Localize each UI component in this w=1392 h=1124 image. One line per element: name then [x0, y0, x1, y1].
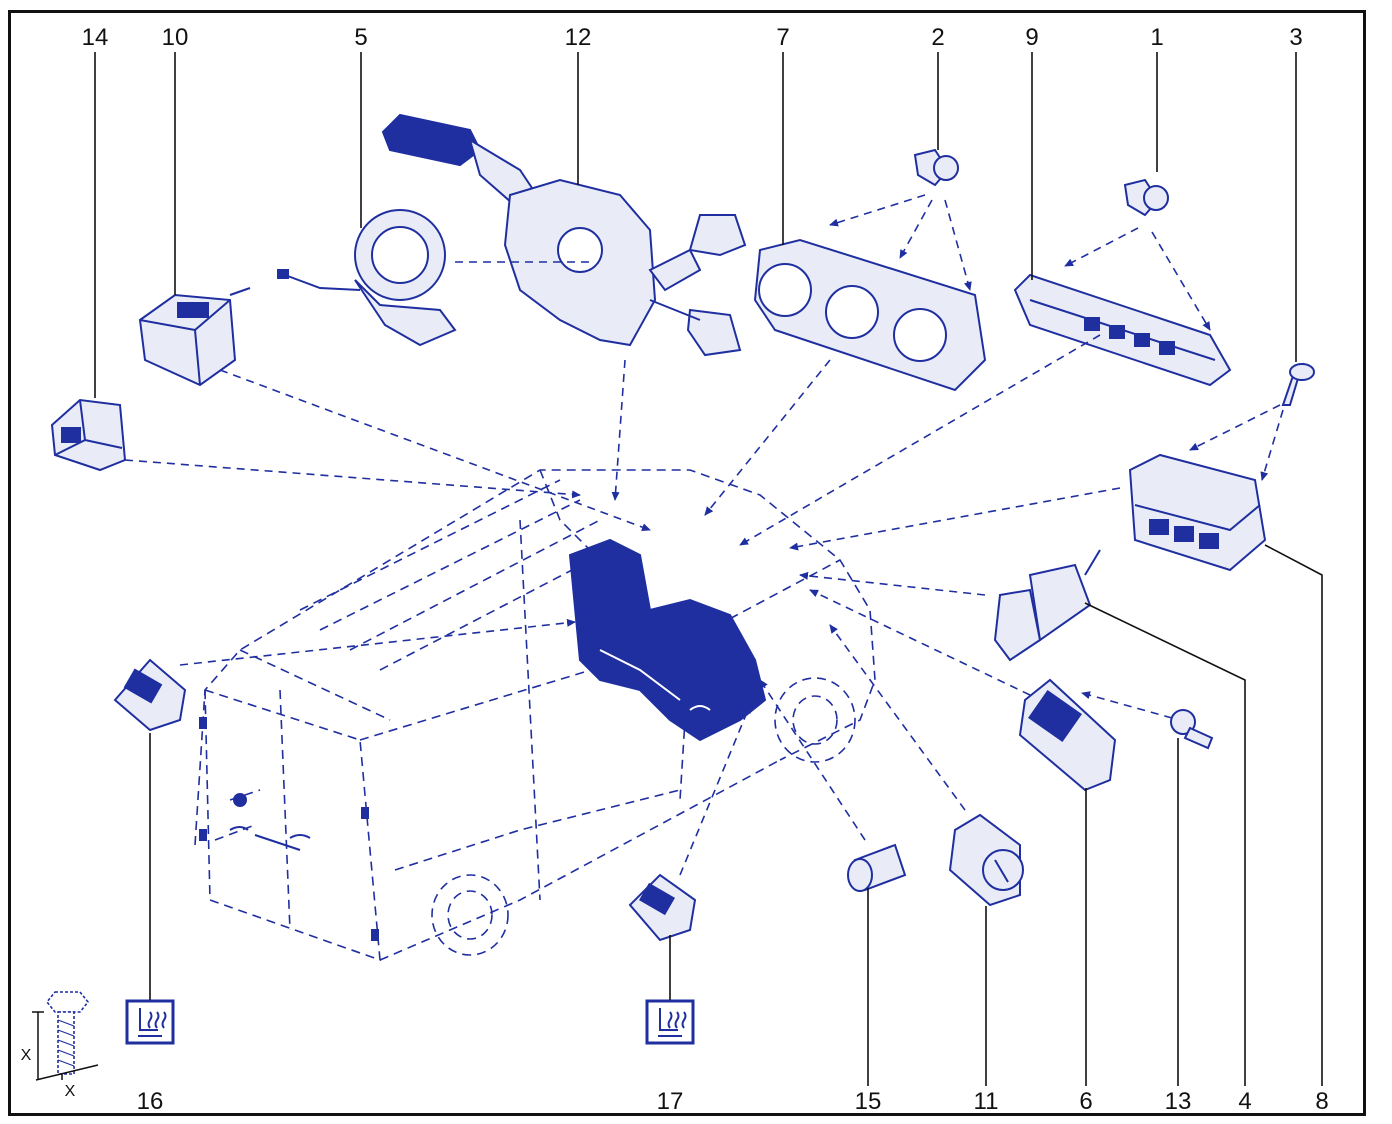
callout-17: 17	[656, 1088, 684, 1115]
part-4-push-switch	[993, 549, 1101, 662]
callout-7: 7	[776, 24, 790, 51]
leader-lines	[94, 52, 1323, 1086]
callout-11: 11	[973, 1088, 999, 1115]
heated-seat-icon-16	[125, 999, 175, 1045]
van-outline	[194, 469, 876, 962]
dimension-label-vertical: X	[20, 1047, 32, 1064]
part-8-switch-module	[1128, 453, 1267, 572]
part-16-seat-switch	[113, 658, 187, 732]
callout-1: 1	[1150, 24, 1164, 51]
part-11-rotary-switch	[948, 813, 1024, 907]
callout-10: 10	[161, 24, 189, 51]
part-7-climate-panel	[753, 238, 987, 392]
part-2-screw	[913, 148, 959, 187]
assembly-arrows	[124, 194, 1284, 876]
callout-6: 6	[1079, 1088, 1093, 1115]
part-13-screw	[1170, 709, 1214, 750]
callout-13: 13	[1164, 1088, 1192, 1115]
callout-16: 16	[136, 1088, 164, 1115]
callout-14: 14	[81, 24, 109, 51]
part-6-switch	[1018, 678, 1117, 792]
callout-12: 12	[564, 24, 592, 51]
callout-4: 4	[1238, 1088, 1252, 1115]
callout-5: 5	[354, 24, 368, 51]
dimension-label-horizontal: X	[64, 1083, 76, 1100]
diagram-frame	[8, 10, 1366, 1116]
part-3-screw	[1281, 362, 1315, 406]
front-seats	[568, 538, 767, 742]
part-12-stalk-assembly	[381, 113, 747, 357]
part-10-switch	[138, 287, 251, 387]
part-1-screw	[1123, 178, 1169, 217]
callout-3: 3	[1289, 24, 1303, 51]
heated-seat-icon-17	[645, 999, 695, 1045]
callout-9: 9	[1025, 24, 1039, 51]
part-5-clock-spring	[277, 209, 457, 347]
callout-8: 8	[1315, 1088, 1329, 1115]
part-17-seat-switch	[628, 873, 697, 942]
part-9-switch-panel	[1013, 273, 1232, 387]
part-15-round-switch	[847, 843, 907, 892]
bolt-dimension-icon	[32, 991, 99, 1081]
callout-15: 15	[854, 1088, 882, 1115]
part-14-switch	[50, 398, 127, 472]
callout-2: 2	[931, 24, 945, 51]
